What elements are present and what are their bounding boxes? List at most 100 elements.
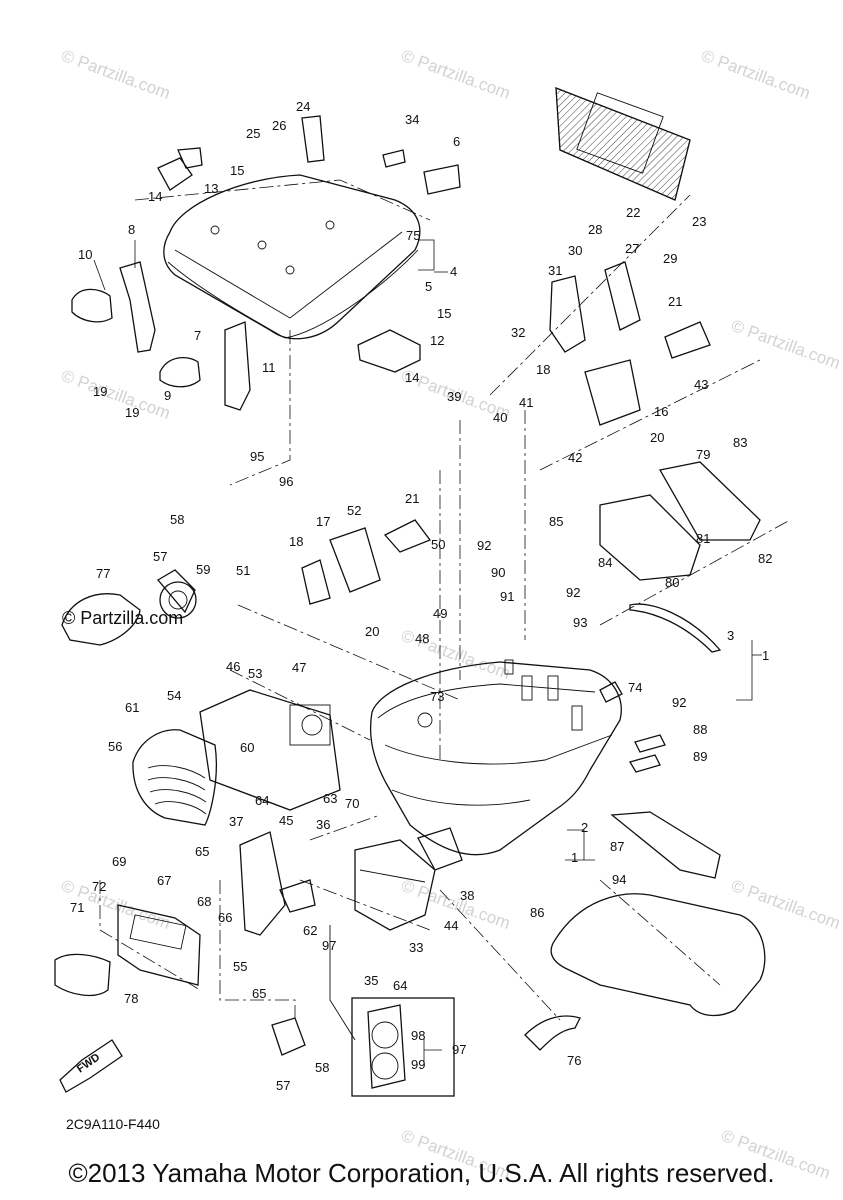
callout-10: 10 <box>78 247 92 262</box>
callout-26: 26 <box>272 118 286 133</box>
callout-22: 22 <box>626 205 640 220</box>
callout-31: 31 <box>548 263 562 278</box>
callout-52: 52 <box>347 503 361 518</box>
callout-98: 98 <box>411 1028 425 1043</box>
callout-29: 29 <box>663 251 677 266</box>
callout-32: 32 <box>511 325 525 340</box>
callout-25: 25 <box>246 126 260 141</box>
copyright-notice: ©2013 Yamaha Motor Corporation, U.S.A. A… <box>68 1158 775 1188</box>
callout-62: 62 <box>303 923 317 938</box>
callout-77: 77 <box>96 566 110 581</box>
callout-45: 45 <box>279 813 293 828</box>
callout-78: 78 <box>124 991 138 1006</box>
callout-64: 64 <box>255 793 269 808</box>
callout-49: 49 <box>433 606 447 621</box>
callout-54: 54 <box>167 688 181 703</box>
callout-2: 2 <box>581 820 588 835</box>
callout-18: 18 <box>536 362 550 377</box>
callout-81: 81 <box>696 531 710 546</box>
callout-4: 4 <box>450 264 457 279</box>
callout-58: 58 <box>170 512 184 527</box>
callout-72: 72 <box>92 879 106 894</box>
callout-48: 48 <box>415 631 429 646</box>
watermark-text: © Partzilla.com <box>59 366 173 423</box>
callout-92: 92 <box>477 538 491 553</box>
callout-92: 92 <box>566 585 580 600</box>
callout-47: 47 <box>292 660 306 675</box>
callout-50: 50 <box>431 537 445 552</box>
callout-95: 95 <box>250 449 264 464</box>
callout-56: 56 <box>108 739 122 754</box>
callout-55: 55 <box>233 959 247 974</box>
callout-19: 19 <box>125 405 139 420</box>
callout-42: 42 <box>568 450 582 465</box>
watermark-text: © Partzilla.com <box>399 46 513 103</box>
callout-84: 84 <box>598 555 612 570</box>
callout-21: 21 <box>405 491 419 506</box>
callout-35: 35 <box>364 973 378 988</box>
callout-57: 57 <box>276 1078 290 1093</box>
callout-24: 24 <box>296 99 310 114</box>
callout-97: 97 <box>322 938 336 953</box>
callout-41: 41 <box>519 395 533 410</box>
callout-13: 13 <box>204 181 218 196</box>
callout-20: 20 <box>650 430 664 445</box>
callout-8: 8 <box>128 222 135 237</box>
callout-96: 96 <box>279 474 293 489</box>
callout-39: 39 <box>447 389 461 404</box>
callout-59: 59 <box>196 562 210 577</box>
callout-11: 11 <box>262 360 276 375</box>
callout-57: 57 <box>153 549 167 564</box>
callout-9: 9 <box>164 388 171 403</box>
callout-90: 90 <box>491 565 505 580</box>
callout-34: 34 <box>405 112 419 127</box>
callout-1: 1 <box>571 850 578 865</box>
callout-46: 46 <box>226 659 240 674</box>
callout-89: 89 <box>693 749 707 764</box>
callout-53: 53 <box>248 666 262 681</box>
callout-67: 67 <box>157 873 171 888</box>
leader-lines <box>93 239 762 1066</box>
part-outlines <box>54 87 766 1097</box>
callout-61: 61 <box>125 700 139 715</box>
callout-60: 60 <box>240 740 254 755</box>
callout-44: 44 <box>444 918 458 933</box>
diagram-code: 2C9A110-F440 <box>66 1116 160 1132</box>
callout-97: 97 <box>452 1042 466 1057</box>
callout-92: 92 <box>672 695 686 710</box>
callout-82: 82 <box>758 551 772 566</box>
callout-93: 93 <box>573 615 587 630</box>
watermark-text: © Partzilla.com <box>699 46 813 103</box>
callout-65: 65 <box>195 844 209 859</box>
callout-74: 74 <box>628 680 642 695</box>
callout-63: 63 <box>323 791 337 806</box>
callout-23: 23 <box>692 214 706 229</box>
callout-86: 86 <box>530 905 544 920</box>
callout-66: 66 <box>218 910 232 925</box>
callout-85: 85 <box>549 514 563 529</box>
callout-69: 69 <box>112 854 126 869</box>
callout-33: 33 <box>409 940 423 955</box>
callout-71: 71 <box>70 900 84 915</box>
callout-15: 15 <box>230 163 244 178</box>
callout-12: 12 <box>430 333 444 348</box>
callout-3: 3 <box>727 628 734 643</box>
partzilla-logo: © Partzilla.com <box>62 608 184 628</box>
callout-79: 79 <box>696 447 710 462</box>
callout-14: 14 <box>148 189 162 204</box>
callout-40: 40 <box>493 410 507 425</box>
callout-43: 43 <box>694 377 708 392</box>
callout-94: 94 <box>612 872 626 887</box>
callout-87: 87 <box>610 839 624 854</box>
callout-27: 27 <box>625 241 639 256</box>
callout-76: 76 <box>567 1053 581 1068</box>
callout-7: 7 <box>194 328 201 343</box>
callout-17: 17 <box>316 514 330 529</box>
callout-51: 51 <box>236 563 250 578</box>
callout-20: 20 <box>365 624 379 639</box>
callout-labels: 1123456789101112131414151516171818191920… <box>70 99 772 1093</box>
callout-65: 65 <box>252 986 266 1001</box>
callout-5: 5 <box>425 279 432 294</box>
callout-83: 83 <box>733 435 747 450</box>
